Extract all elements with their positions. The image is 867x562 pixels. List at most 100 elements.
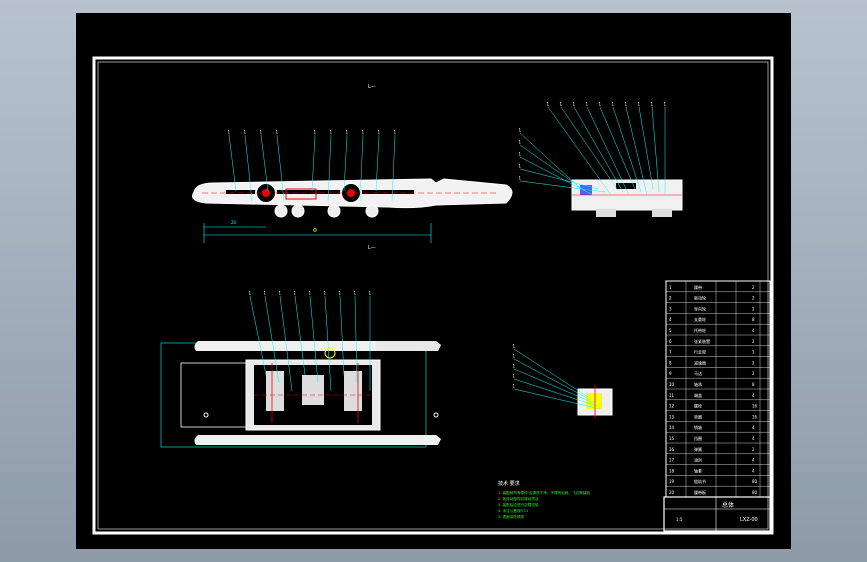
dim-left-text: 20 (231, 220, 237, 225)
detail-view-callout-5: 1 (513, 384, 516, 389)
plan-view-callout-8: 1 (354, 291, 357, 296)
sheet-inner-border (97, 61, 769, 530)
bom-cell-name: 螺栓 (694, 403, 702, 409)
plan-view-leader-7 (339, 295, 345, 376)
bom-cell-name: 销轴 (694, 424, 702, 430)
bom-cell-name: 驱动轮 (694, 295, 706, 301)
end-view-leader-1 (519, 132, 582, 190)
bom-cell-name: 垫圈 (694, 413, 702, 419)
plan-view-leader-4 (294, 295, 306, 376)
road-wheel-3 (327, 204, 341, 218)
bom-cell-qty: 4 (752, 468, 755, 473)
end-view-callout-11: 1 (612, 102, 615, 107)
end-view-foot-right (652, 209, 672, 217)
end-view-leader-4 (519, 168, 600, 190)
bom-cell-no: 7 (669, 350, 672, 355)
bom-cell-qty: 8 (752, 382, 755, 387)
detail-view-leader-5 (513, 388, 601, 410)
bom-cell-qty: 2 (752, 339, 755, 344)
bom-cell-qty: 16 (752, 414, 758, 419)
plan-mark-right (433, 412, 439, 418)
bom-cell-qty: 80 (752, 479, 758, 484)
detail-view-leader-3 (513, 368, 595, 404)
title-block-border (663, 496, 771, 532)
plan-right-block (344, 371, 362, 411)
bom-cell-name: 支重轮 (694, 316, 706, 322)
end-view-callout-3: 1 (519, 152, 522, 157)
end-view-leader-8 (573, 106, 624, 193)
plan-view-leader-5 (309, 295, 319, 384)
end-view-callout-1: 1 (519, 128, 522, 133)
bom-cell-qty: 2 (752, 447, 755, 452)
side-view-leader-9 (375, 134, 380, 192)
side-view-callout-4: 1 (276, 130, 279, 135)
detail-view-leader-1 (513, 348, 589, 398)
bom-cell-qty: 8 (752, 317, 755, 322)
bom-cell-name: 减速器 (694, 359, 706, 365)
road-wheel-2 (291, 204, 305, 218)
bom-cell-qty: 16 (752, 404, 758, 409)
bom-cell-no: 4 (669, 317, 672, 322)
end-view-callout-13: 1 (638, 102, 641, 107)
plan-motor-outline (180, 362, 252, 428)
end-view-callout-8: 1 (573, 102, 576, 107)
side-view-leader-5 (311, 134, 316, 192)
bom-cell-no: 8 (669, 360, 672, 365)
note-line-2: 2. 各传动部件应转动灵活 (498, 496, 539, 501)
bom-cell-name: 轴承 (694, 381, 702, 387)
side-view-leader-10 (391, 134, 396, 202)
plan-grease-fitting (324, 347, 336, 359)
bom-cell-qty: 2 (752, 285, 755, 290)
note-line-3: 3. 装配后应进行空载试验 (498, 502, 539, 507)
end-view-callout-5: 1 (519, 176, 522, 181)
top-view-label: L— (368, 84, 376, 90)
bom-cell-qty: 4 (752, 436, 755, 441)
plan-track-bottom (194, 435, 441, 445)
end-view-slot (616, 183, 636, 189)
bom-cell-name: 油封 (694, 457, 702, 463)
side-view-leader-8 (359, 134, 364, 202)
side-view-leader-1 (228, 134, 237, 192)
bom-cell-no: 12 (669, 404, 675, 409)
end-view-callout-7: 1 (560, 102, 563, 107)
side-view-callout-6: 1 (330, 130, 333, 135)
bom-cell-name: 张紧装置 (694, 338, 710, 344)
end-view-callout-6: 1 (547, 102, 550, 107)
end-view-leader-14 (651, 106, 660, 193)
bom-cell-name: 托带轮 (694, 327, 706, 333)
bom-cell-qty: 2 (752, 371, 755, 376)
bom-cell-no: 13 (669, 414, 675, 419)
side-view-leader-4 (276, 134, 285, 202)
frame-slot (226, 190, 414, 194)
side-view-callout-5: 1 (314, 130, 317, 135)
detail-view-callout-1: 1 (513, 344, 516, 349)
detail-view-leader-2 (513, 358, 592, 401)
bom-cell-qty: 4 (752, 328, 755, 333)
end-view-leader-13 (638, 106, 654, 190)
side-view-callout-3: 1 (260, 130, 263, 135)
side-view-callout-9: 1 (378, 130, 381, 135)
plan-view-callout-6: 1 (324, 291, 327, 296)
plan-view-callout-1: 1 (249, 291, 252, 296)
bom-cell-no: 5 (669, 328, 672, 333)
bom-cell-qty: 4 (752, 458, 755, 463)
bom-cell-no: 2 (669, 296, 672, 301)
note-line-5: 5. 表面涂防锈漆 (498, 514, 525, 519)
side-view-callout-2: 1 (244, 130, 247, 135)
side-view-leader-3 (260, 134, 269, 192)
side-view-leader-7 (343, 134, 348, 192)
end-view-leader-11 (612, 106, 642, 193)
detail-view-callout-4: 1 (513, 374, 516, 379)
plan-view-callout-9: 1 (369, 291, 372, 296)
end-view-leader-7 (560, 106, 618, 190)
bom-cell-qty: 80 (752, 490, 758, 495)
motor-box (285, 188, 317, 200)
bom-cell-no: 14 (669, 425, 675, 430)
end-view-leader-3 (519, 156, 594, 196)
